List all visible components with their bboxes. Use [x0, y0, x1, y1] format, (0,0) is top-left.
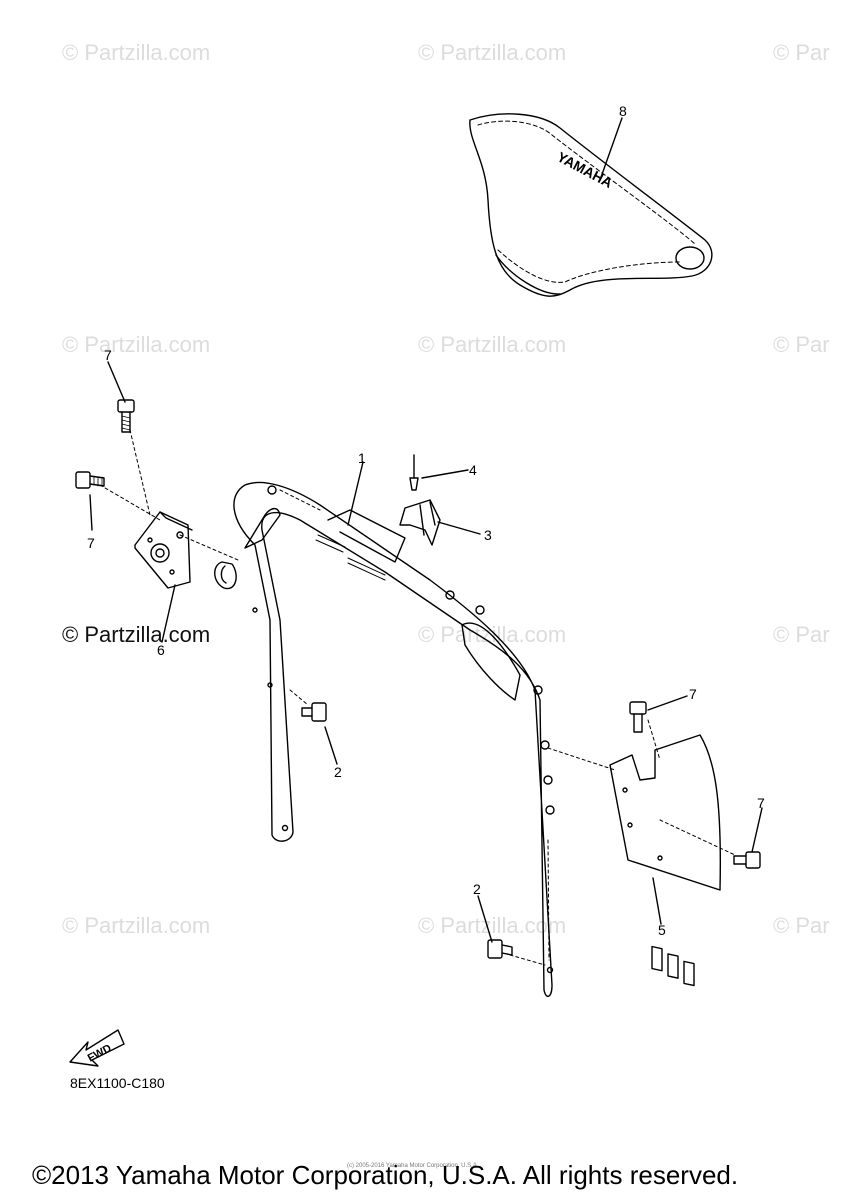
watermark: © Partzilla.com [418, 40, 567, 65]
bolt-part [75, 471, 105, 489]
watermark: © Par [773, 40, 830, 65]
callout-7: 7 [87, 535, 95, 551]
callout-5: 5 [658, 922, 666, 938]
callout-7: 7 [104, 347, 112, 363]
watermark: © Par [773, 332, 830, 357]
callout-2: 2 [473, 881, 481, 897]
watermark: © Partzilla.com [418, 332, 567, 357]
bolt-part [487, 939, 513, 959]
callout-4: 4 [469, 462, 477, 478]
bracket-part [134, 511, 237, 590]
callout-7: 7 [757, 795, 765, 811]
callout-3: 3 [484, 527, 492, 543]
bolt-part [117, 399, 135, 433]
fwd-arrow-icon [69, 1029, 125, 1067]
watermark: © Par [773, 622, 830, 647]
watermark: © Par [773, 913, 830, 938]
tiny-copyright: (c) 2005-2016 Yamaha Motor Corporation, … [347, 1163, 479, 1169]
watermark: © Partzilla.com [62, 913, 211, 938]
bolt-part [733, 851, 761, 869]
watermark: © Partzilla.com [62, 622, 211, 647]
callout-8: 8 [619, 103, 627, 119]
seat-brand-logo: YAMAHA [555, 149, 616, 191]
callout-1: 1 [358, 450, 366, 466]
handle-pole-part [233, 481, 555, 997]
watermark: © Partzilla.com [62, 40, 211, 65]
callout-7: 7 [689, 686, 697, 702]
rivet-part [409, 454, 419, 491]
bolt-part [301, 702, 327, 722]
watermark: © Partzilla.com [418, 622, 567, 647]
callout-6: 6 [157, 642, 165, 658]
bolt-part [629, 701, 647, 733]
diagram-code: 8EX1100-C180 [70, 1075, 165, 1091]
fwd-label: FWD [86, 1042, 114, 1064]
plate-part [609, 734, 722, 987]
seat-part [469, 113, 713, 297]
watermark: © Partzilla.com [62, 332, 211, 357]
copyright-notice: ©2013 Yamaha Motor Corporation, U.S.A. A… [32, 1160, 739, 1190]
clip-part [399, 499, 441, 546]
callout-2: 2 [334, 764, 342, 780]
watermark: © Partzilla.com [418, 913, 567, 938]
